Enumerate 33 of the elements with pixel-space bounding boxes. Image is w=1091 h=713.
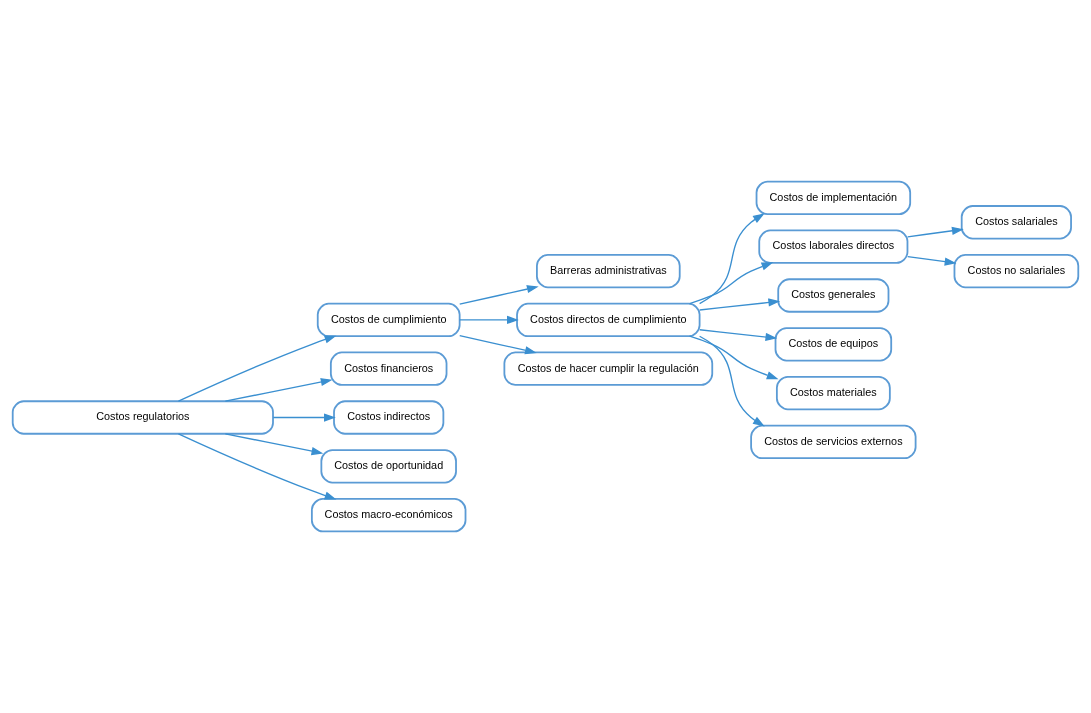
arrow — [177, 335, 337, 402]
arrow — [224, 378, 333, 402]
node-box: Costos indirectos — [333, 400, 445, 435]
node-box: Costos de hacer cumplir la regulación — [503, 351, 714, 386]
node-box: Barreras administrativas — [536, 253, 681, 289]
arrow — [688, 262, 774, 305]
node-box: Costos financieros — [329, 351, 448, 386]
arrow — [907, 226, 964, 238]
arrow — [272, 413, 336, 422]
arrow — [459, 334, 537, 355]
arrow — [688, 335, 779, 380]
node-box: Costos de servicios externos — [750, 424, 917, 460]
node-box: Costos generales — [777, 278, 890, 313]
node-box: Costos directos de cumplimiento — [516, 302, 701, 338]
arrow — [177, 433, 337, 500]
node-box: Costos de cumplimiento — [316, 302, 461, 338]
node-box: Costos macro-económicos — [310, 497, 467, 533]
node-box: Costos laborales directos — [758, 229, 909, 264]
arrow — [698, 335, 765, 427]
arrow — [699, 298, 781, 311]
node-box: Costos no salariales — [953, 253, 1080, 289]
node-box: Costos de oportunidad — [320, 449, 457, 484]
arrow — [699, 329, 778, 342]
arrow — [459, 285, 539, 305]
node-box: Costos materiales — [775, 375, 891, 411]
node-box: Costos de equipos — [774, 327, 893, 362]
arrow — [224, 433, 324, 456]
arrow — [698, 213, 765, 305]
arrow — [459, 315, 519, 324]
arrow — [907, 255, 957, 266]
node-box: Costos de implementación — [755, 180, 912, 216]
node-box: Costos regulatorios — [11, 400, 274, 435]
node-box: Costos salariales — [960, 205, 1072, 240]
